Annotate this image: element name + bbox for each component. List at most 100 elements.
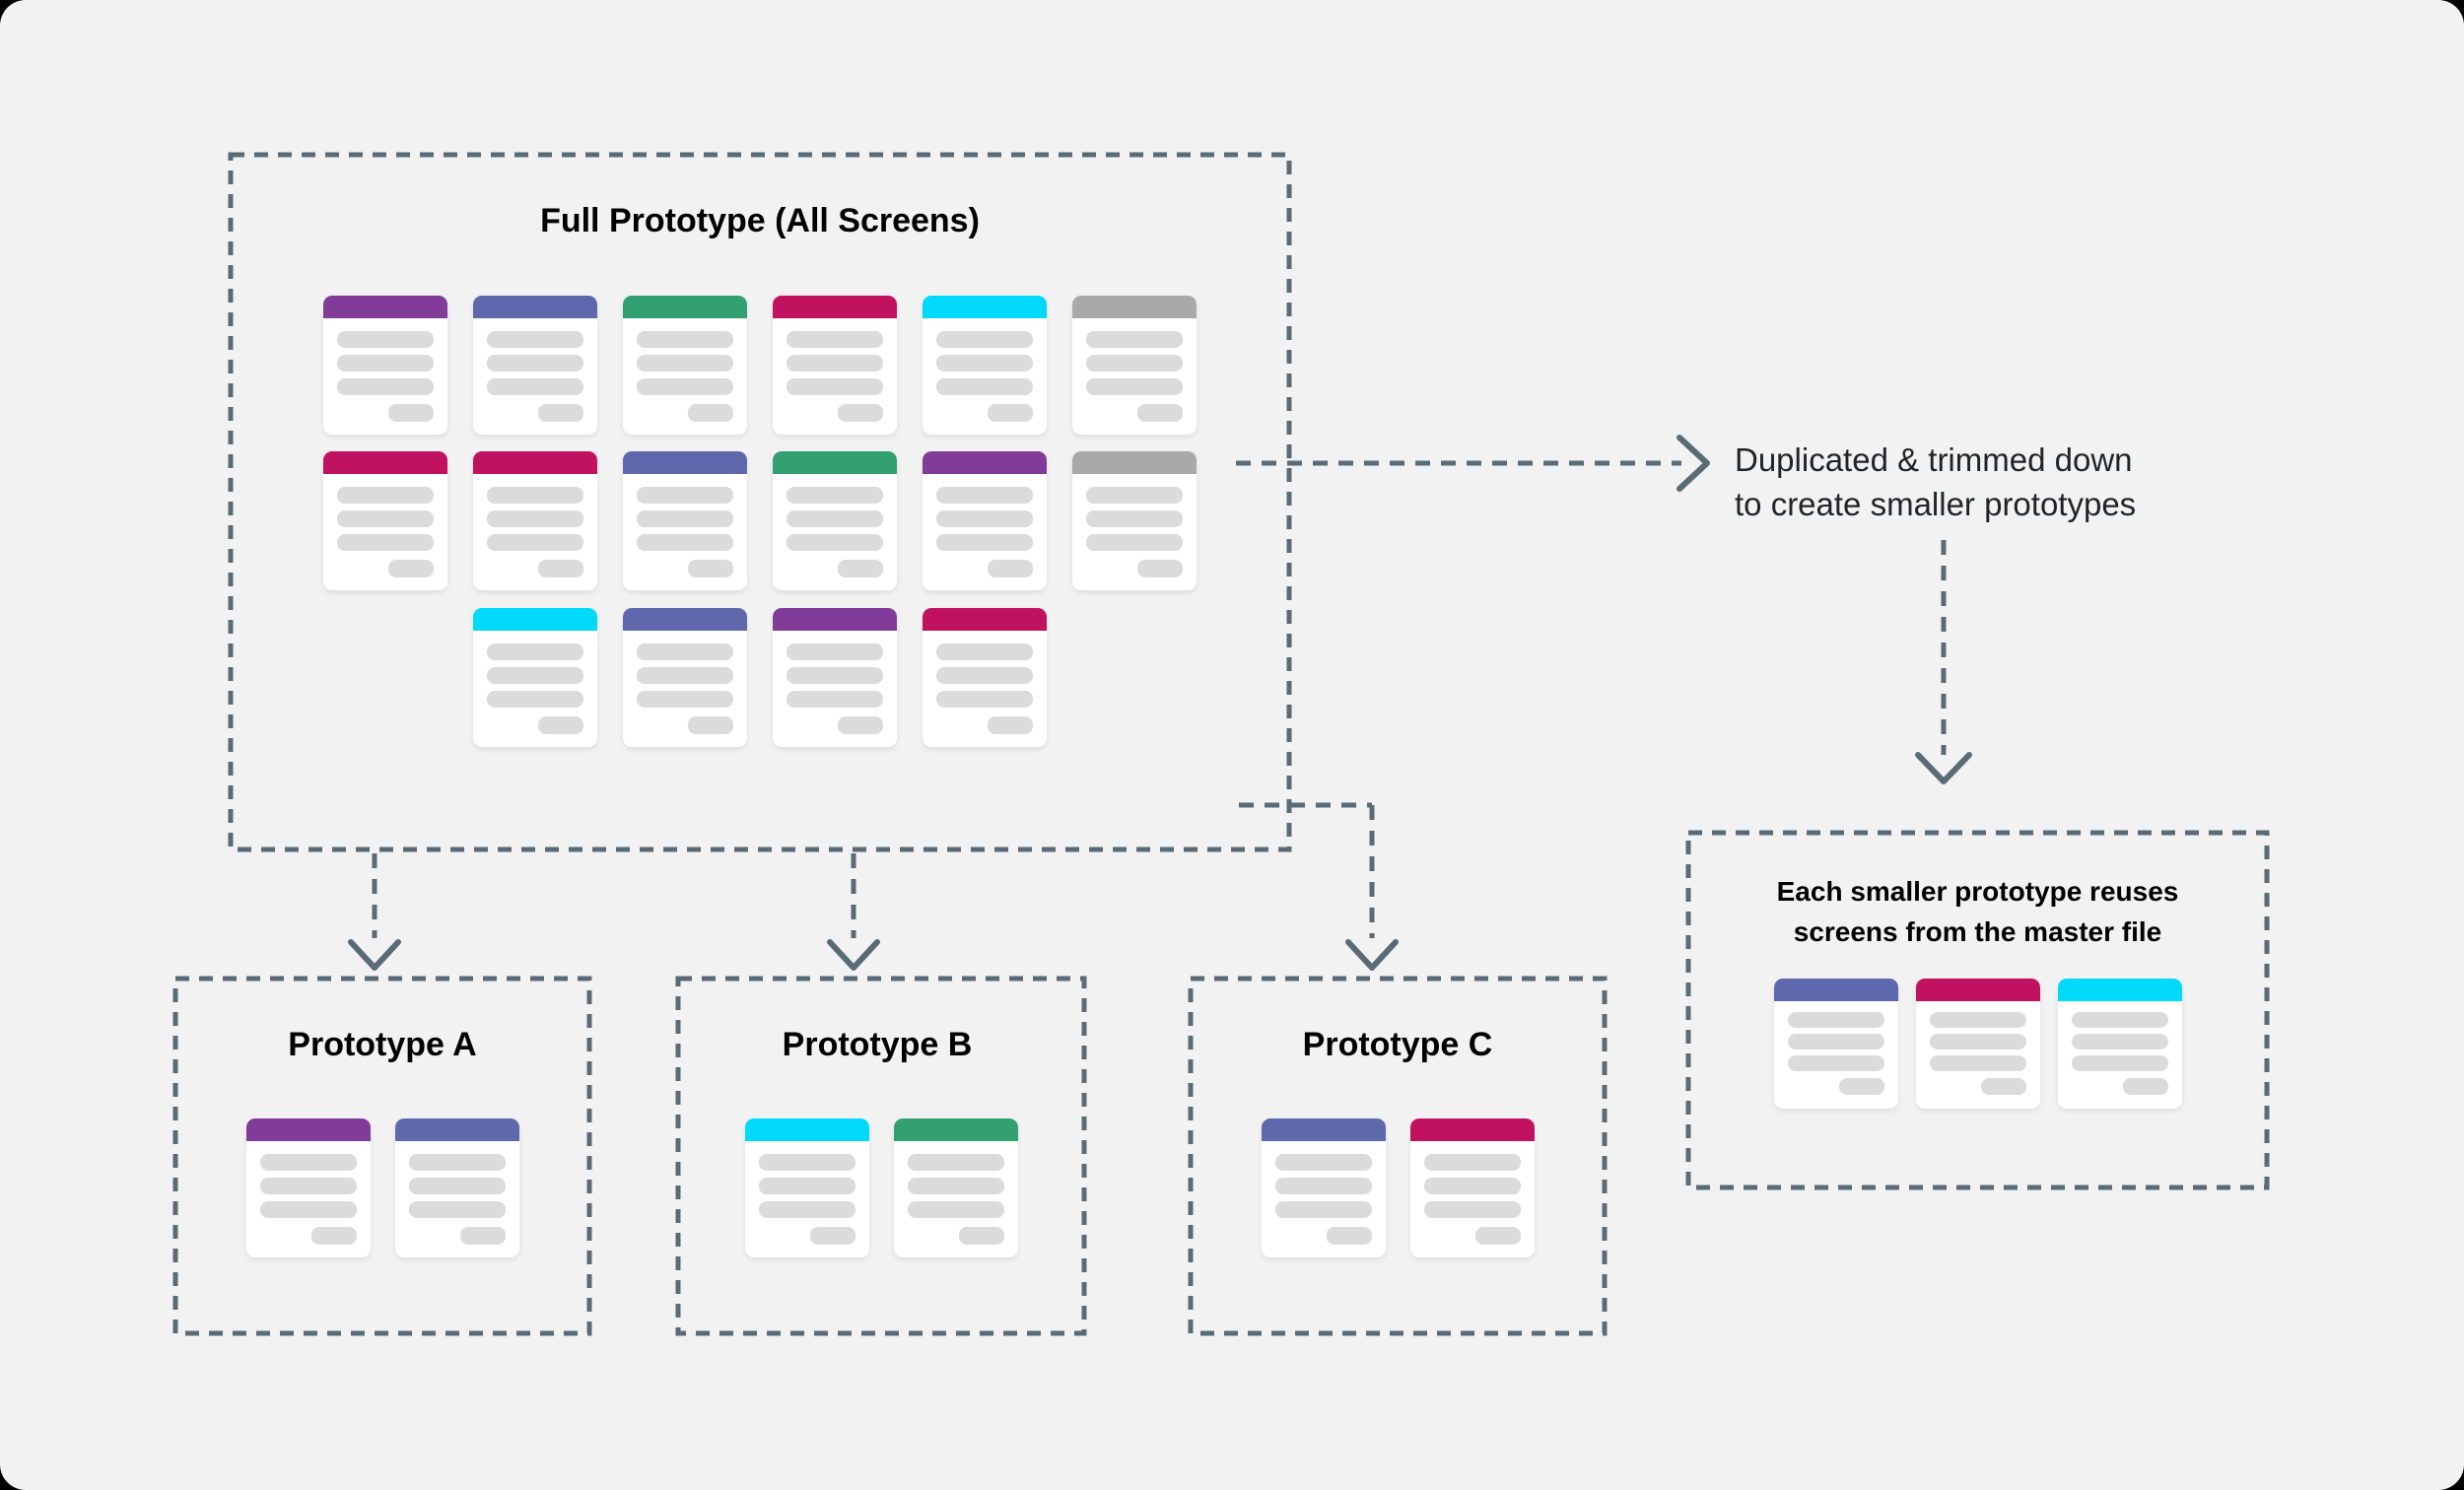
placeholder-button [838, 404, 883, 422]
screen-card-header [1072, 451, 1197, 474]
arrow-to-prototype-b-head-icon [827, 939, 880, 971]
screen-card-body [1410, 1141, 1535, 1257]
placeholder-line [337, 378, 434, 395]
placeholder-button [988, 560, 1033, 577]
placeholder-line [787, 534, 883, 551]
screen-card-green [773, 451, 897, 590]
placeholder-button [1980, 1078, 2026, 1095]
placeholder-line [2071, 1034, 2168, 1050]
placeholder-button [838, 560, 883, 577]
screen-card-purple [323, 296, 447, 435]
placeholder-line [487, 378, 583, 395]
placeholder-line [259, 1154, 357, 1171]
placeholder-line [1423, 1154, 1521, 1171]
placeholder-line [2071, 1055, 2168, 1071]
placeholder-line [637, 643, 733, 660]
prototype-b-cards-row [678, 1118, 1084, 1257]
screen-card-indigo [623, 608, 747, 747]
placeholder-line [1929, 1034, 2026, 1050]
placeholder-button [538, 716, 583, 734]
arrow-to-prototype-c-line [1239, 802, 1375, 938]
prototype-a-border [172, 976, 592, 1336]
screen-card-header [923, 451, 1047, 474]
screen-card-gray [1072, 451, 1197, 590]
screen-card-body [1916, 1001, 2040, 1109]
placeholder-line [787, 510, 883, 527]
reuse-cards-row [1688, 979, 2267, 1109]
screen-card-header [773, 451, 897, 474]
screen-card-crimson [773, 296, 897, 435]
placeholder-button [538, 560, 583, 577]
placeholder-line [787, 378, 883, 395]
placeholder-line [758, 1201, 856, 1218]
placeholder-line [907, 1178, 1004, 1194]
prototype-c-border [1188, 976, 1608, 1336]
prototype-c-cards-row [1191, 1118, 1605, 1257]
placeholder-line [936, 355, 1033, 372]
screen-card-body [246, 1141, 371, 1257]
screen-card-body [623, 474, 747, 590]
prototype-a-title: Prototype A [288, 1026, 477, 1063]
placeholder-line [487, 331, 583, 348]
screen-card-header [245, 1118, 371, 1141]
screen-card-body [773, 318, 897, 435]
screen-card-header [1773, 979, 1898, 1001]
screen-card-cyan [2057, 979, 2182, 1109]
placeholder-line [787, 487, 883, 504]
master-cards-row-2 [231, 451, 1289, 590]
prototype-c-title: Prototype C [1302, 1026, 1493, 1063]
placeholder-button [988, 404, 1033, 422]
screen-card-header [1409, 1118, 1535, 1141]
duplicate-arrow-head-icon [1677, 435, 1710, 492]
placeholder-line [1929, 1012, 2026, 1028]
screen-card-header [773, 608, 897, 631]
screen-card-body [745, 1141, 869, 1257]
screen-card-header [923, 296, 1047, 318]
placeholder-line [936, 643, 1033, 660]
placeholder-button [1838, 1078, 1884, 1095]
screen-card-cyan [744, 1118, 869, 1257]
screen-card-green [893, 1118, 1018, 1257]
reuse-box-title-line-1: Each smaller prototype reuses [1776, 876, 2179, 907]
placeholder-line [1086, 534, 1183, 551]
reuse-box-title-line-2: screens from the master file [1793, 916, 2162, 947]
duplicate-annotation-line-2: to create smaller prototypes [1735, 486, 2137, 522]
screen-card-header [473, 296, 597, 318]
screen-card-body [1072, 474, 1197, 590]
screen-card-cyan [473, 608, 597, 747]
screen-card-header [473, 608, 597, 631]
placeholder-button [988, 716, 1033, 734]
placeholder-button [1474, 1227, 1521, 1245]
screen-card-purple [773, 608, 897, 747]
placeholder-button [809, 1227, 856, 1245]
screen-card-body [473, 318, 597, 435]
master-box-border [228, 152, 1292, 852]
screen-card-indigo [623, 451, 747, 590]
placeholder-line [487, 487, 583, 504]
screen-card-body [623, 318, 747, 435]
master-cards-row-1 [231, 296, 1289, 435]
placeholder-button [538, 404, 583, 422]
screen-card-header [1072, 296, 1197, 318]
placeholder-line [408, 1178, 506, 1194]
placeholder-line [1929, 1055, 2026, 1071]
screen-card-body [323, 318, 447, 435]
placeholder-line [637, 534, 733, 551]
placeholder-line [1274, 1201, 1372, 1218]
placeholder-line [936, 378, 1033, 395]
screen-card-header [623, 296, 747, 318]
screen-card-purple [245, 1118, 371, 1257]
screen-card-header [323, 296, 447, 318]
placeholder-button [459, 1227, 506, 1245]
prototype-b-title: Prototype B [782, 1026, 973, 1063]
placeholder-button [310, 1227, 357, 1245]
screen-card-header [623, 608, 747, 631]
placeholder-button [958, 1227, 1004, 1245]
screen-card-header [623, 451, 747, 474]
screen-card-body [1072, 318, 1197, 435]
placeholder-line [2071, 1012, 2168, 1028]
placeholder-line [637, 691, 733, 708]
screen-card-header [893, 1118, 1018, 1141]
reuse-arrow-head-icon [1915, 752, 1972, 784]
placeholder-line [337, 510, 434, 527]
